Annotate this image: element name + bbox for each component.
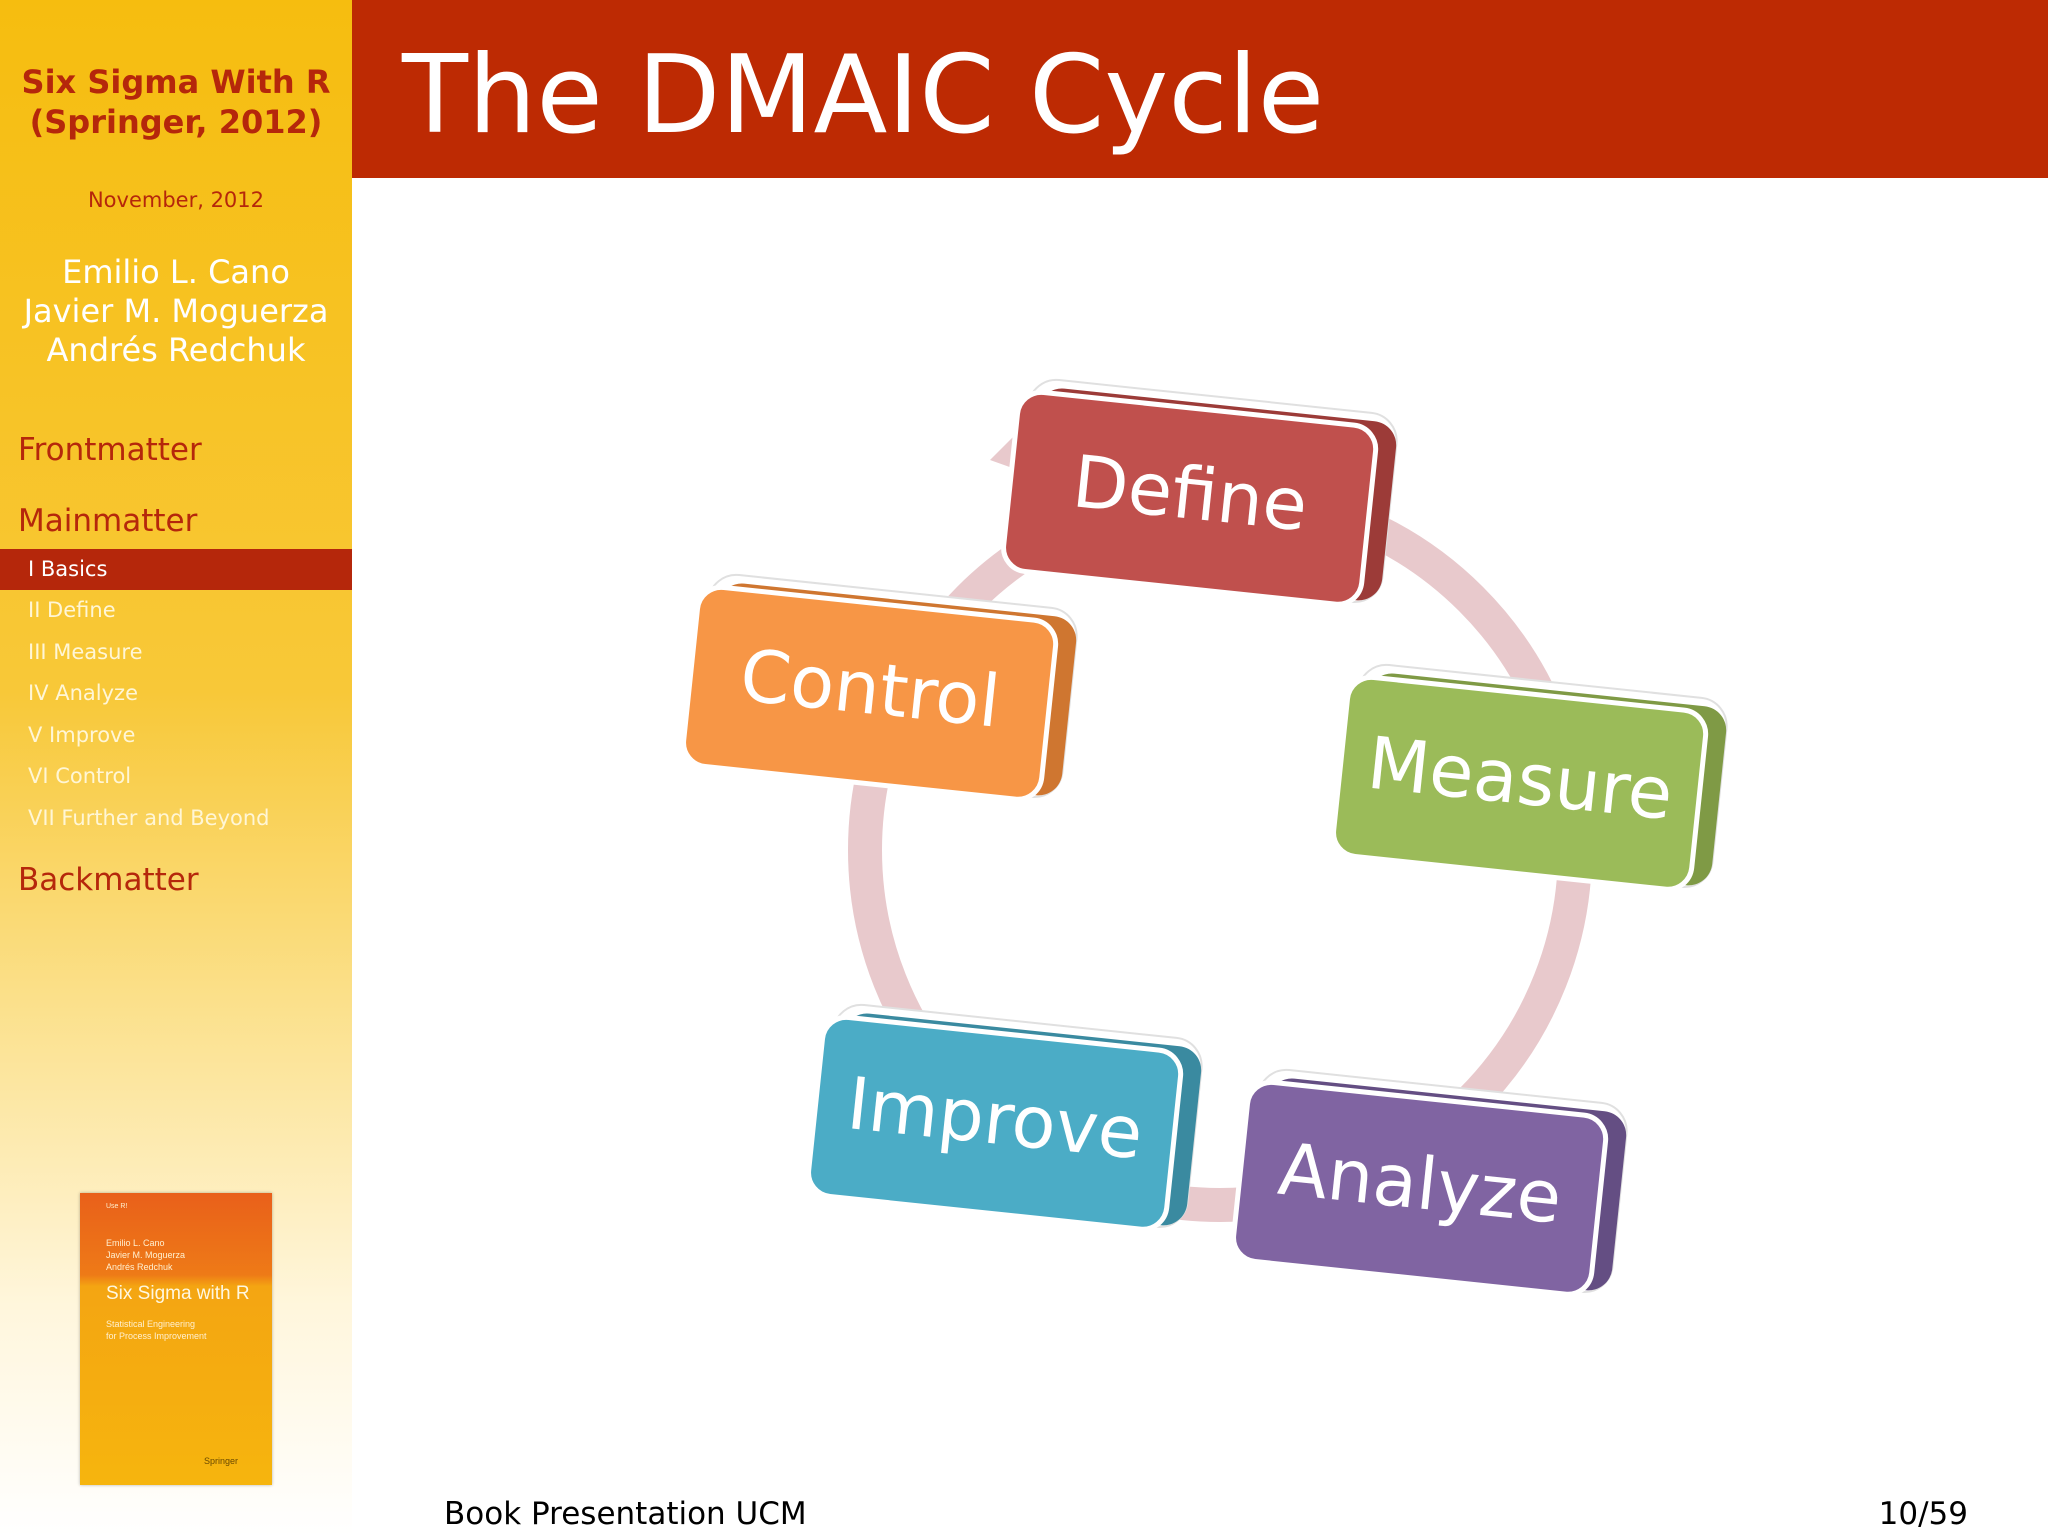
cover-series: Use R! <box>106 1203 128 1210</box>
step-control: Control <box>681 573 1078 802</box>
nav-section-frontmatter[interactable]: Frontmatter <box>18 432 202 468</box>
cover-author: Andrés Redchuk <box>106 1262 173 1272</box>
nav-item-measure[interactable]: III Measure <box>28 640 143 664</box>
author: Javier M. Moguerza <box>23 292 329 330</box>
step-improve: Improve <box>806 1003 1203 1232</box>
slide-title: The DMAIC Cycle <box>402 33 1325 158</box>
nav-item-control[interactable]: VI Control <box>28 764 132 788</box>
nav-item-basics[interactable]: I Basics <box>0 549 352 590</box>
author: Emilio L. Cano <box>62 253 290 291</box>
book-cover-image: Use R! Emilio L. Cano Javier M. Moguerza… <box>80 1193 272 1485</box>
presentation-date: November, 2012 <box>87 188 265 212</box>
cover-publisher: Springer <box>204 1456 239 1466</box>
footer-presentation-name: Book Presentation UCM <box>444 1496 807 1532</box>
cover-subtitle: Statistical Engineering <box>106 1319 196 1329</box>
nav-item-improve[interactable]: V Improve <box>28 723 136 747</box>
cover-subtitle: for Process Improvement <box>106 1331 207 1341</box>
title-line-2: (Springer, 2012) <box>29 103 323 141</box>
presentation-title: Six Sigma With R (Springer, 2012) <box>0 62 352 142</box>
authors: Emilio L. Cano Javier M. Moguerza Andrés… <box>0 253 352 370</box>
cover-author: Javier M. Moguerza <box>106 1250 186 1260</box>
author: Andrés Redchuk <box>46 331 306 369</box>
dmaic-cycle-diagram: Define Measure Analyze Improve Control <box>681 378 1728 1297</box>
sidebar: Six Sigma With R (Springer, 2012) Novemb… <box>0 0 352 1536</box>
cover-author: Emilio L. Cano <box>106 1238 165 1248</box>
nav-section-mainmatter[interactable]: Mainmatter <box>18 503 198 539</box>
title-line-1: Six Sigma With R <box>21 63 331 101</box>
nav-item-further-beyond[interactable]: VII Further and Beyond <box>28 806 270 830</box>
step-define: Define <box>1001 378 1398 607</box>
step-analyze: Analyze <box>1231 1068 1628 1297</box>
page-number: 10/59 <box>1878 1496 1968 1532</box>
slide-header: The DMAIC Cycle <box>352 0 2048 178</box>
cover-title: Six Sigma with R <box>106 1283 250 1304</box>
step-measure: Measure <box>1331 663 1728 892</box>
nav-item-analyze[interactable]: IV Analyze <box>28 681 138 705</box>
nav-item-define[interactable]: II Define <box>28 598 116 622</box>
nav-section-backmatter[interactable]: Backmatter <box>18 862 199 898</box>
